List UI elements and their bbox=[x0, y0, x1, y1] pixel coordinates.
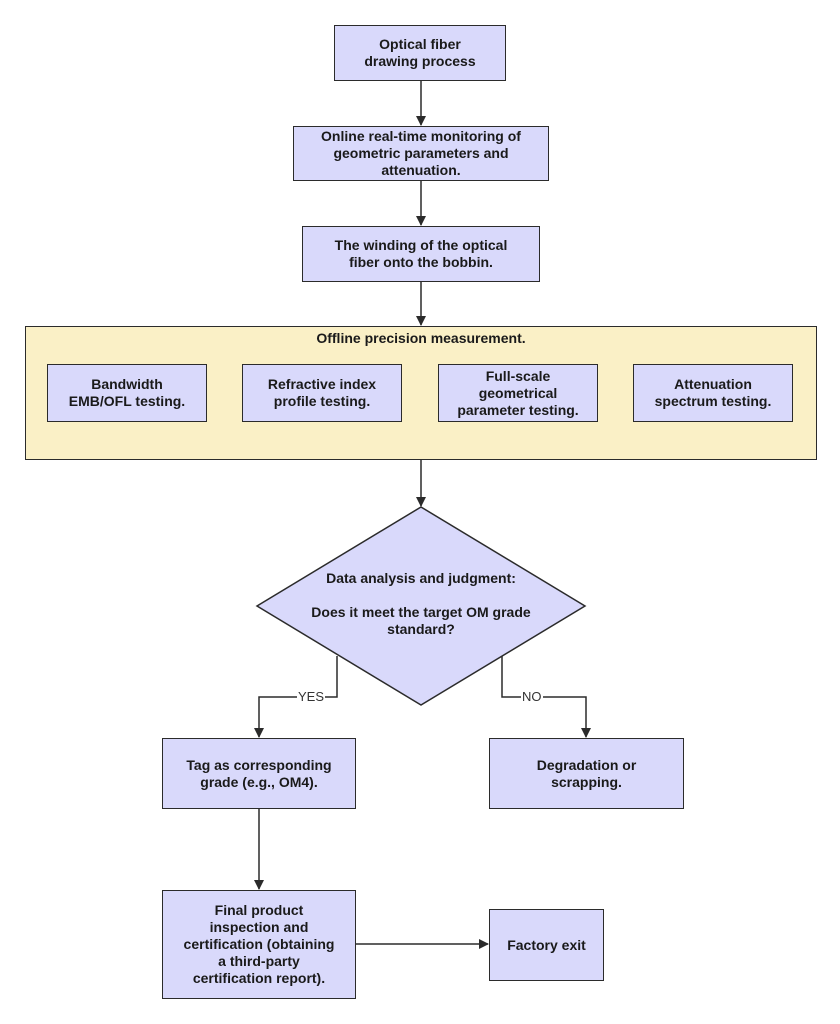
node-drawing-process-label: Optical fiber drawing process bbox=[364, 36, 476, 69]
node-factory-exit-label: Factory exit bbox=[507, 936, 586, 953]
node-geometrical-testing: Full-scale geometrical parameter testing… bbox=[438, 364, 598, 422]
node-online-monitoring: Online real-time monitoring of geometric… bbox=[293, 126, 549, 181]
node-winding: The winding of the optical fiber onto th… bbox=[302, 226, 540, 282]
node-degradation-scrapping-label: Degradation or scrapping. bbox=[536, 756, 637, 790]
decision-label: Data analysis and judgment: Does it meet… bbox=[311, 570, 531, 637]
node-attenuation-testing: Attenuation spectrum testing. bbox=[633, 364, 793, 422]
node-final-inspection-label: Final product inspection and certificati… bbox=[183, 902, 335, 986]
node-tag-grade: Tag as corresponding grade (e.g., OM4). bbox=[162, 738, 356, 809]
node-degradation-scrapping: Degradation or scrapping. bbox=[489, 738, 684, 809]
node-winding-label: The winding of the optical fiber onto th… bbox=[334, 237, 508, 270]
node-online-monitoring-label: Online real-time monitoring of geometric… bbox=[321, 128, 521, 178]
node-bandwidth-testing-label: Bandwidth EMB/OFL testing. bbox=[68, 376, 186, 409]
node-geometrical-testing-label: Full-scale geometrical parameter testing… bbox=[457, 367, 579, 418]
node-drawing-process: Optical fiber drawing process bbox=[334, 25, 506, 81]
edge-label-yes: YES bbox=[297, 689, 326, 704]
node-attenuation-testing-label: Attenuation spectrum testing. bbox=[654, 376, 772, 409]
decision-diamond bbox=[255, 506, 587, 706]
node-tag-grade-label: Tag as corresponding grade (e.g., OM4). bbox=[186, 756, 332, 790]
edge-label-no: NO bbox=[521, 689, 543, 704]
node-factory-exit: Factory exit bbox=[489, 909, 604, 981]
node-refractive-index-testing-label: Refractive index profile testing. bbox=[267, 376, 377, 409]
edge-decision-no bbox=[501, 656, 591, 738]
node-bandwidth-testing: Bandwidth EMB/OFL testing. bbox=[47, 364, 207, 422]
node-final-inspection: Final product inspection and certificati… bbox=[162, 890, 356, 999]
node-refractive-index-testing: Refractive index profile testing. bbox=[242, 364, 402, 422]
offline-measurement-title: Offline precision measurement. bbox=[316, 330, 526, 346]
